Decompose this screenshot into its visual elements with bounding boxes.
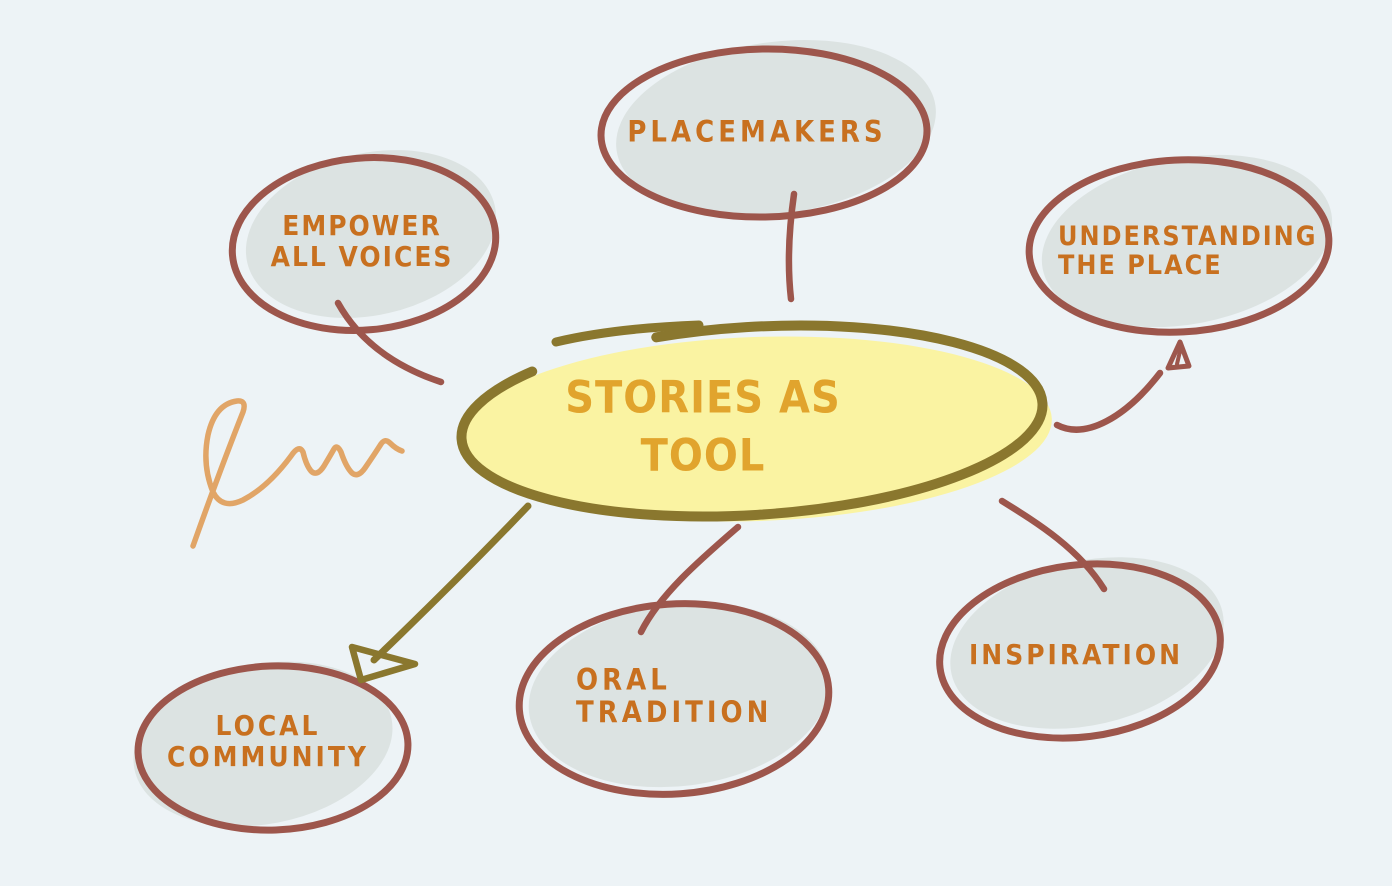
inspiration-node-label: INSPIRATION [968, 638, 1184, 671]
local-community-node-outline [134, 662, 412, 834]
center-node-label: STORIES AS TOOL [565, 372, 841, 482]
inspiration-node-outline [936, 560, 1224, 742]
oral-tradition-node-blob [528, 602, 830, 788]
placemakers-node-blob [616, 39, 936, 217]
empower-node-blob [245, 150, 497, 318]
connector-empower-to-center [334, 299, 445, 386]
scribble-doodle [190, 398, 405, 549]
understanding-node-blob [1041, 154, 1333, 328]
connector-placemakers-to-center [785, 190, 798, 303]
empower-node-label: EMPOWER ALL VOICES [270, 209, 454, 273]
connector-center-to-understanding [1053, 369, 1164, 433]
center-node-blob [462, 336, 1052, 522]
placemakers-node-outline [597, 45, 931, 221]
understanding-node-label: UNDERSTANDING THE PLACE [1058, 220, 1318, 282]
local-community-node-label: LOCAL COMMUNITY [166, 709, 370, 773]
understanding-node-outline [1025, 156, 1333, 336]
placemakers-node-label: PLACEMAKERS [627, 115, 887, 150]
arrowhead-understanding-icon [1165, 339, 1192, 371]
arrowhead-understanding-inner-stroke [1175, 345, 1183, 366]
empower-node-outline [228, 154, 500, 334]
center-node-outline-overshoot [551, 320, 704, 347]
arrowhead-local-community-icon [348, 643, 419, 684]
connector-center-to-inspiration [998, 497, 1108, 593]
local-community-node-blob [133, 661, 393, 827]
center-node-outline [456, 320, 1048, 522]
oral-tradition-node-outline [515, 600, 833, 798]
inspiration-node-blob [950, 557, 1224, 729]
connector-center-to-oral-tradition [637, 523, 742, 636]
oral-tradition-node-label: ORAL TRADITION [576, 663, 773, 730]
connector-center-to-local-community [370, 502, 532, 664]
